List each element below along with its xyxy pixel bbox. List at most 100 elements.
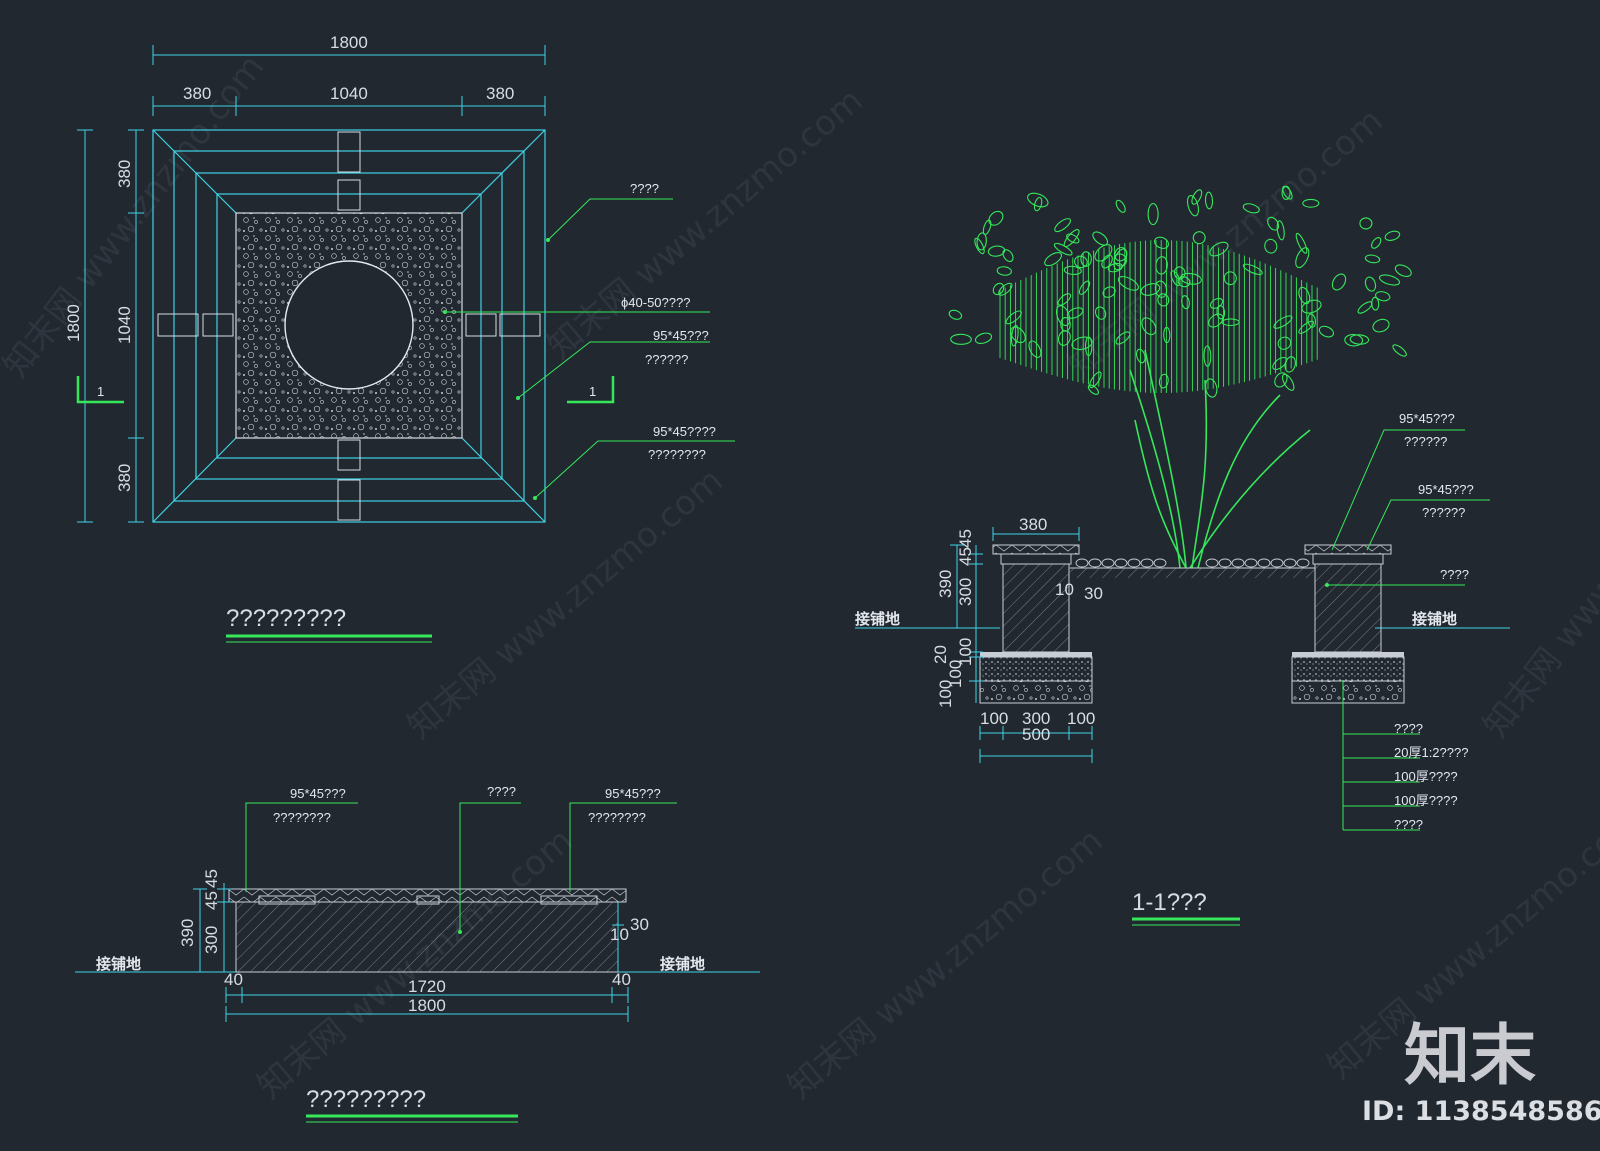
cobble-stone [1205, 558, 1219, 568]
tree-leaf [1372, 318, 1390, 333]
tree-leaf [1115, 199, 1126, 213]
cobble-stone [1270, 558, 1284, 568]
tree-leaf [996, 266, 1012, 276]
tree-leaf [1295, 247, 1310, 269]
section-mark-label-right: 1 [589, 384, 596, 399]
section-layer-leaders [1342, 680, 1420, 831]
section-dim-300: 300 [956, 578, 975, 606]
cobble-stone [1257, 558, 1271, 568]
tree-leaf [1307, 313, 1317, 328]
cobble-stone [1283, 558, 1297, 568]
elevation-dim-30: 30 [630, 915, 649, 934]
image-id: ID: 1138548586 [1362, 1096, 1600, 1127]
section-layer-3: 100厚???? [1394, 769, 1458, 784]
tree-leaf [1155, 256, 1168, 275]
brand-logo: 知末 ID: 1138548586 [1362, 1017, 1600, 1127]
section-mark-right [567, 376, 615, 404]
tree-leaf [988, 210, 1004, 226]
tree-leaf [1057, 293, 1072, 306]
cobble-stone [1153, 558, 1167, 568]
tree-leaf [1273, 315, 1293, 329]
elevation-callout-left-note: ???????? [273, 810, 331, 825]
elevation-dim-1720: 1720 [408, 977, 446, 996]
section-dim-380: 380 [1019, 515, 1047, 534]
tree-leaf [1209, 241, 1229, 257]
section-dim-390: 390 [936, 570, 955, 598]
elevation-callout-mid: ???? [487, 784, 516, 799]
tree-leaf [1115, 331, 1131, 345]
section-dim-100-right: 100 [1067, 709, 1095, 728]
tree-leaf [948, 309, 963, 320]
tree-leaves [948, 185, 1412, 398]
tree-leaf [1074, 255, 1088, 269]
watermark-text: 知末网 www.znzmo.com [1476, 407, 1600, 745]
tree-leaf [1087, 384, 1099, 395]
watermark-text: 知末网 www.znzmo.com [400, 460, 731, 746]
tree-leaf [1272, 356, 1288, 371]
section-dim-100-left: 100 [980, 709, 1008, 728]
tree-illustration [948, 185, 1412, 569]
section-dim-20: 20 [931, 645, 950, 664]
tree-leaf [1181, 295, 1190, 310]
plan-title: ????????? [226, 605, 346, 632]
tree-leaf [1295, 232, 1308, 254]
tree-leaf [1028, 340, 1042, 358]
dim-side-bottom: 380 [115, 464, 134, 492]
section-cobbles [1075, 558, 1310, 568]
support-blocks [157, 131, 541, 521]
cobble-stone [1244, 558, 1258, 568]
tree-leaf [1394, 264, 1412, 278]
section-callout-leaders [1327, 429, 1490, 586]
elevation-dim-10: 10 [610, 925, 629, 944]
tree-leaf [1170, 270, 1181, 287]
tree-leaf [1192, 231, 1206, 245]
tree-leaf [1277, 336, 1292, 350]
elevation-dim-45b: 45 [202, 869, 221, 888]
tree-leaf [1092, 231, 1109, 246]
tree-leaf [1216, 305, 1226, 320]
tree-leaf [1140, 283, 1161, 296]
tree-leaf [1364, 276, 1377, 292]
tree-leaf [1284, 356, 1296, 373]
plan-side-dimensions [77, 129, 144, 523]
tree-leaf [1364, 254, 1381, 264]
tree-leaf [1005, 310, 1022, 325]
section-dim-45b: 45 [956, 529, 975, 548]
tree-leaf [1094, 306, 1107, 320]
section-soil-hatch [1070, 568, 1315, 578]
tree-leaf [1135, 348, 1146, 364]
tree-leaf [1301, 299, 1322, 314]
elevation-dim-40-right: 40 [612, 970, 631, 989]
tree-pool-rings [152, 129, 546, 523]
elevation-dim-390: 390 [178, 919, 197, 947]
section-callout-body: ???? [1440, 567, 1469, 582]
tree-leaf [1281, 373, 1295, 391]
tree-leaf [1276, 220, 1285, 241]
dim-top-left: 380 [183, 84, 211, 103]
tree-leaf [1203, 345, 1212, 367]
tree-leaf [1208, 313, 1224, 328]
plan-callout-leaders [445, 198, 735, 499]
tree-leaf [950, 333, 972, 345]
tree-leaf [1053, 242, 1073, 256]
tree-leaf [1113, 248, 1128, 271]
tree-leaf [1102, 286, 1116, 298]
tree-leaf [1117, 276, 1139, 291]
tree-leaf [1057, 330, 1071, 346]
tree-leaf [1384, 230, 1401, 241]
dim-side-top: 380 [115, 160, 134, 188]
tree-leaf [1204, 378, 1218, 398]
elevation-dim-1800: 1800 [408, 996, 446, 1015]
tree-leaf [1349, 334, 1370, 345]
tree-leaf [1078, 280, 1091, 295]
section-dim-300-width: 300 [1022, 709, 1050, 728]
elevation-ground-left: 接铺地 [96, 955, 141, 973]
tree-trunk [1129, 349, 1311, 569]
tree-leaf [1223, 271, 1237, 286]
tree-leaf [1357, 301, 1373, 314]
section-mark-left [76, 376, 124, 404]
section-layer-1: ???? [1394, 721, 1423, 736]
section-callout-top2: 95*45??? [1418, 482, 1474, 497]
section-callout-top2-note: ?????? [1422, 505, 1465, 520]
elevation-callout-right-note: ???????? [588, 810, 646, 825]
